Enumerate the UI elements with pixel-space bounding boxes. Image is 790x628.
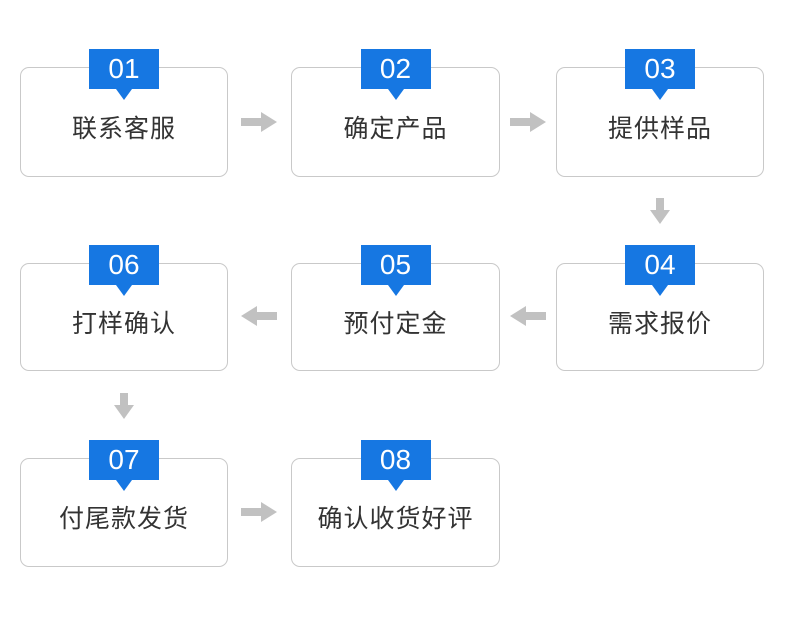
- step-label: 提供样品: [607, 114, 712, 143]
- step-card-02: 02 确定产品: [291, 49, 500, 177]
- arrow-right-icon: [241, 112, 277, 132]
- step-card-01: 01 联系客服: [20, 49, 228, 177]
- step-number-badge: 01: [89, 49, 159, 89]
- arrow-left-icon: [510, 306, 546, 326]
- arrow-left-icon: [241, 306, 277, 326]
- step-card-07: 07 付尾款发货: [20, 440, 228, 567]
- arrow-right-icon: [510, 112, 546, 132]
- step-number: 08: [379, 444, 412, 475]
- step-card-05: 05 预付定金: [291, 245, 500, 371]
- step-number: 03: [644, 53, 676, 84]
- step-number-badge: 07: [89, 440, 159, 480]
- step-label: 联系客服: [71, 114, 176, 143]
- arrow-right-icon: [241, 502, 277, 522]
- step-number: 06: [108, 249, 140, 280]
- step-label: 确定产品: [343, 114, 448, 143]
- arrow-down-icon: [650, 198, 670, 224]
- step-label: 打样确认: [71, 309, 176, 338]
- step-number: 04: [644, 249, 676, 280]
- step-number-badge: 02: [360, 49, 431, 89]
- step-card-08: 08 确认收货好评: [291, 440, 500, 567]
- step-number-badge: 06: [89, 245, 159, 285]
- step-label: 付尾款发货: [58, 505, 189, 533]
- arrow-down-icon: [114, 393, 134, 419]
- step-number-badge: 03: [625, 49, 695, 89]
- step-number: 05: [379, 249, 412, 280]
- step-card-03: 03 提供样品: [556, 49, 764, 177]
- step-card-04: 04 需求报价: [556, 245, 764, 371]
- step-number-badge: 04: [625, 245, 695, 285]
- step-number: 02: [379, 53, 412, 84]
- step-label: 预付定金: [343, 309, 448, 338]
- step-number: 01: [108, 53, 140, 84]
- step-number-badge: 08: [360, 440, 431, 480]
- step-card-06: 06 打样确认: [20, 245, 228, 371]
- step-number: 07: [108, 444, 140, 475]
- step-label: 确认收货好评: [317, 505, 474, 533]
- step-number-badge: 05: [360, 245, 431, 285]
- step-label: 需求报价: [607, 309, 712, 338]
